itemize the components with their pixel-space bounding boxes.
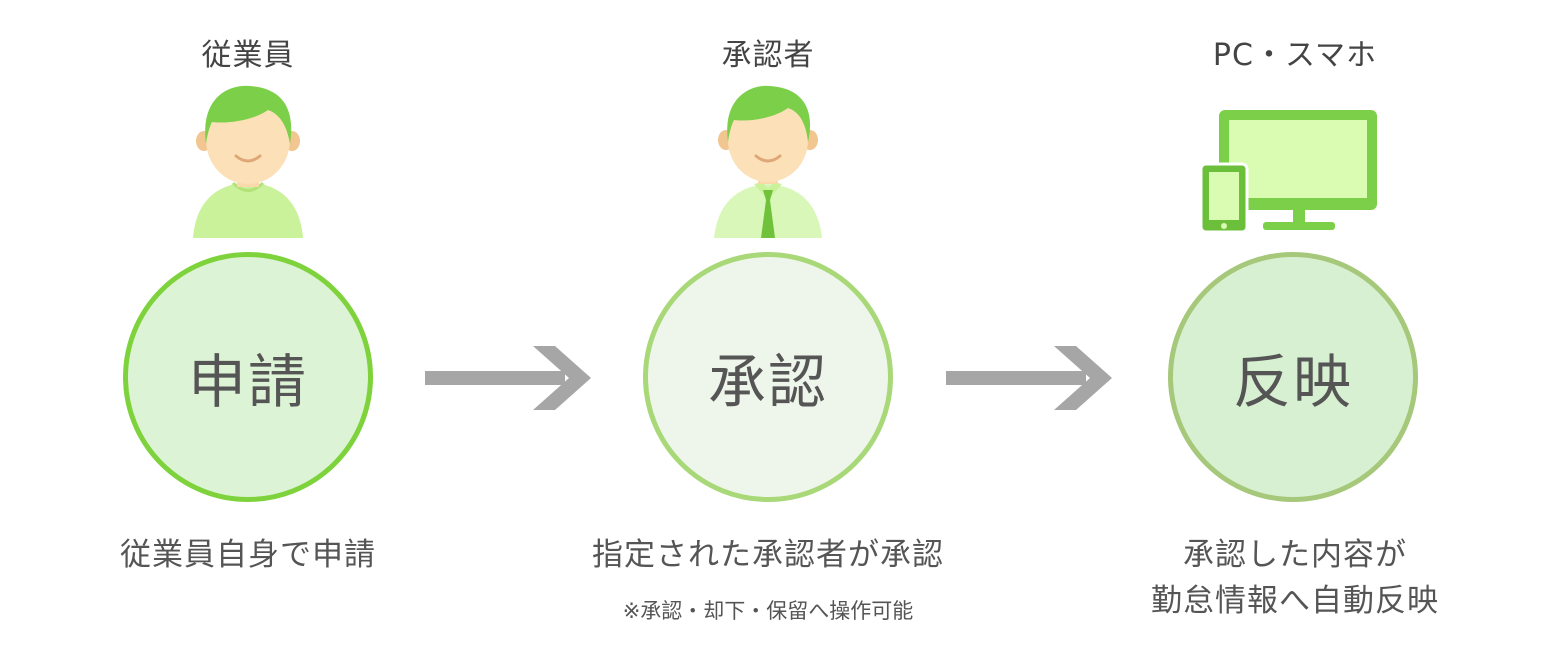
approver-icon [714, 85, 822, 238]
approve-label: 承認 [707, 348, 828, 416]
approve-circle: 承認 [643, 252, 893, 502]
step-approve: 承認者 承認 指定された承認者が承認 ※承認・却下・保留へ操作可能 [556, 0, 980, 658]
employee-icon [193, 85, 303, 238]
reflect-circle: 反映 [1168, 252, 1418, 502]
role-label-devices: PC・スマホ [1212, 38, 1378, 73]
step-apply: 従業員 申請 従業員自身で申請 [91, 0, 405, 658]
approve-description-line: 指定された承認者が承認 [592, 537, 944, 573]
role-label-employee: 従業員 [201, 38, 295, 73]
apply-description-line: 従業員自身で申請 [120, 537, 376, 573]
reflect-description: 承認した内容が 勤怠情報へ自動反映 [1099, 532, 1491, 624]
arrow-right-icon [425, 346, 591, 410]
reflect-label: 反映 [1232, 348, 1353, 416]
reflect-description-line-2: 勤怠情報へ自動反映 [1151, 583, 1439, 619]
apply-circle: 申請 [123, 252, 373, 502]
approve-description: 指定された承認者が承認 [556, 532, 980, 578]
arrow-right-icon [946, 346, 1112, 410]
apply-label: 申請 [187, 348, 308, 416]
apply-description: 従業員自身で申請 [91, 532, 405, 578]
approve-note: ※承認・却下・保留へ操作可能 [622, 599, 914, 623]
devices-icon [1199, 110, 1377, 234]
reflect-description-line-1: 承認した内容が [1183, 537, 1407, 573]
step-reflect: PC・スマホ 反映 承認した内容が 勤怠情報へ自動反映 [1099, 0, 1491, 658]
role-label-approver: 承認者 [721, 38, 815, 73]
